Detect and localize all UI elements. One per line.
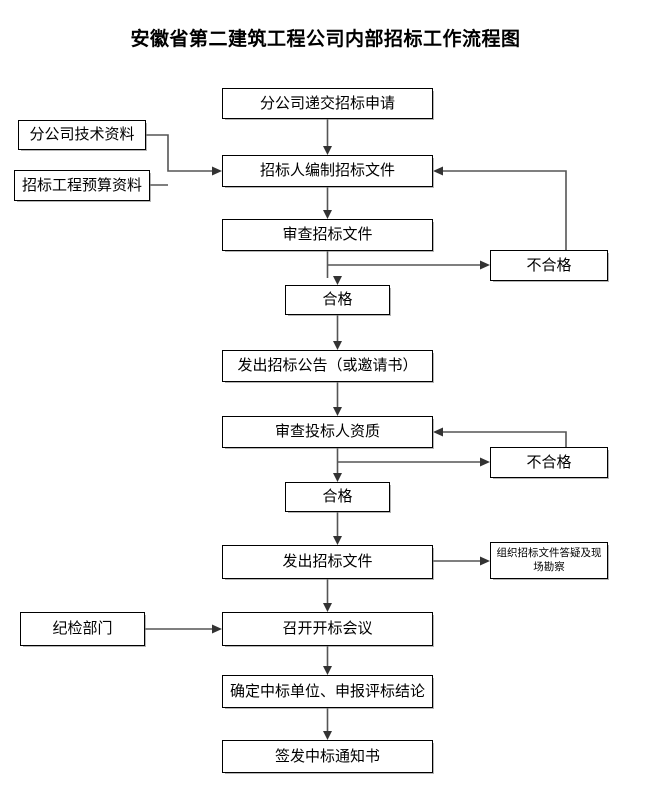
node-tech-data[interactable]: 分公司技术资料 — [18, 120, 146, 150]
node-issue-docs[interactable]: 发出招标文件 — [222, 545, 433, 579]
connector-issuedocs-to-qa — [433, 556, 490, 566]
node-notice[interactable]: 发出招标公告（或邀请书） — [222, 350, 433, 382]
connector-review-to-fail1 — [327, 260, 490, 270]
node-pass-1[interactable]: 合格 — [285, 285, 390, 315]
node-open-bid[interactable]: 召开开标会议 — [222, 612, 433, 646]
connector-discipline-to-openbid — [145, 624, 222, 634]
node-fail-1[interactable]: 不合格 — [490, 250, 608, 281]
node-budget-data[interactable]: 招标工程预算资料 — [14, 170, 150, 201]
connector-issuedocs-to-openbid — [323, 579, 332, 612]
connector-fail1-back-to-prepare — [433, 166, 567, 250]
node-qa-survey[interactable]: 组织招标文件答疑及现场勘察 — [490, 542, 608, 579]
node-discipline[interactable]: 纪检部门 — [20, 612, 145, 646]
node-pass-2[interactable]: 合格 — [285, 482, 390, 512]
node-apply[interactable]: 分公司递交招标申请 — [222, 88, 433, 119]
connector-openbid-to-decide — [323, 646, 332, 675]
connector-pass1-to-notice — [333, 315, 342, 350]
page-title: 安徽省第二建筑工程公司内部招标工作流程图 — [130, 28, 521, 50]
connector-pass2-to-issuedocs — [333, 512, 342, 545]
connector-reviewqual-to-pass2 — [333, 448, 342, 482]
connector-fail2-back-to-reviewqual — [433, 427, 567, 447]
node-fail-2[interactable]: 不合格 — [490, 447, 608, 478]
connector-review-to-pass1 — [326, 251, 342, 285]
node-decide[interactable]: 确定中标单位、申报评标结论 — [222, 675, 433, 708]
connector-apply-to-prepare — [323, 119, 332, 155]
connector-notice-to-reviewqual — [333, 382, 342, 416]
connector-tech-to-prepare — [146, 134, 214, 172]
node-review-qual[interactable]: 审查投标人资质 — [222, 416, 433, 448]
node-issue-notice[interactable]: 签发中标通知书 — [222, 740, 433, 773]
node-prepare-docs[interactable]: 招标人编制招标文件 — [222, 155, 433, 187]
node-review-docs[interactable]: 审查招标文件 — [222, 219, 433, 251]
connector-reviewqual-to-fail2 — [337, 457, 490, 467]
connector-prepare-to-review — [323, 187, 332, 219]
connector-decide-to-issuenotice — [323, 708, 332, 740]
connector-budget-to-prepare — [150, 166, 222, 186]
